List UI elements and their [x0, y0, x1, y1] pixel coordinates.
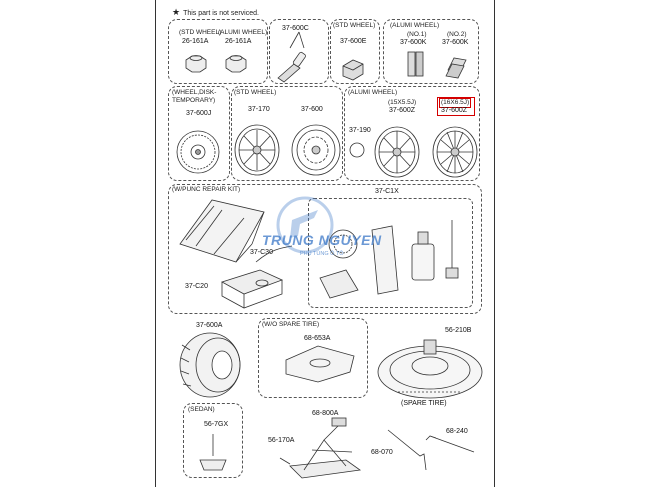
std-wheel-part1: 37-170	[248, 106, 270, 113]
alumi-weight-part1: 37-600K	[400, 39, 427, 46]
alumi-weight-part2: 37-600K	[442, 39, 469, 46]
alumi-wheel-nut-part: 26-161A	[225, 38, 252, 45]
valve-part: 37-600C	[282, 25, 309, 32]
watermark-logo-icon	[276, 196, 334, 254]
right-border	[494, 0, 495, 487]
balance-weight-icon	[342, 51, 467, 81]
handle-part: 68-070	[371, 449, 393, 456]
watermark-subtext: PHỤ TÙNG Ô TÔ	[300, 251, 344, 257]
alumi-weight-header: (ALUMI WHEEL)	[390, 22, 440, 29]
std-wheel-nut-part: 26-161A	[182, 38, 209, 45]
star-icon: ★	[172, 7, 181, 17]
wheel-nut-icon	[185, 55, 247, 73]
spacer-pad-icon	[285, 345, 355, 383]
compressor-icon	[220, 245, 293, 309]
alumi-part2-highlighted: 37-600Z	[441, 107, 468, 114]
note-text: This part is not serviced.	[183, 10, 259, 17]
alumi-size1: (15X5.5J)	[388, 99, 417, 106]
std-wheel-box	[231, 86, 343, 181]
repair-kit-header: (W/PUNC REPAIR KIT)	[172, 186, 241, 193]
tire-icon	[179, 332, 241, 398]
alumi-size2-highlighted: (16X6.5J)	[438, 98, 472, 108]
repair-kit-inner-box	[308, 198, 473, 308]
temporary-wheel-part: 37-600J	[186, 110, 212, 117]
alumi-wheel-box	[344, 86, 480, 181]
temporary-wheel-header: (WHEEL,DISK- TEMPORARY)	[172, 89, 217, 104]
jack-icon	[279, 417, 362, 479]
jack-handle-icon	[387, 429, 427, 471]
temporary-wheel-icon	[176, 130, 220, 174]
spare-tire-label: (SPARE TIRE)	[401, 400, 447, 407]
no-spare-box	[258, 318, 368, 398]
alumi-cap-part: 37-190	[349, 127, 371, 134]
jack-part: 68-800A	[312, 410, 339, 417]
alumi-wheel-nut-header: (ALUMI WHEEL)	[218, 29, 268, 36]
sedan-header: (SEDAN)	[188, 406, 215, 413]
std-wheel-part2: 37-600	[301, 106, 323, 113]
alumi-wheel-icon	[349, 126, 478, 178]
temporary-wheel-box	[168, 86, 230, 181]
alumi-weight-box	[383, 19, 479, 84]
std-wheel-nut-header: (STD WHEEL)	[179, 29, 222, 36]
std-wheel-header: (STD WHEEL)	[234, 89, 277, 96]
jack-base-part: 56-170A	[268, 437, 295, 444]
valve-group-box	[269, 19, 329, 84]
repair-kit-items-icon	[319, 220, 459, 299]
highlight-frame	[437, 97, 475, 116]
left-border	[155, 0, 156, 487]
wrench-part: 68-240	[446, 428, 468, 435]
compressor-part: 37-C20	[185, 283, 208, 290]
repair-item-part: 37-C30	[250, 249, 273, 256]
alumi-weight-no2: (NO.2)	[447, 31, 467, 38]
no-spare-part: 68-653A	[304, 335, 331, 342]
sedan-bolt-icon	[199, 434, 227, 471]
repair-bag-icon	[179, 199, 265, 263]
no-spare-header: (W/O SPARE TIRE)	[262, 321, 320, 328]
tire-part: 37-600A	[196, 322, 223, 329]
std-weight-box	[330, 19, 380, 84]
nut-group-box	[168, 19, 268, 84]
alumi-wheel-header: (ALUMI WHEEL)	[348, 89, 398, 96]
spare-bolt-part: 56-210B	[445, 327, 472, 334]
spare-tire-icon	[377, 339, 483, 399]
sedan-box	[183, 403, 243, 478]
not-serviced-note: ★This part is not serviced.	[172, 7, 259, 18]
repair-kit-part: 37-C1X	[375, 188, 399, 195]
sedan-part: 56-7GX	[204, 421, 229, 428]
std-weight-part: 37-600E	[340, 38, 367, 45]
alumi-weight-no1: (NO.1)	[407, 31, 427, 38]
watermark-text: TRUNG NGUYEN	[262, 232, 382, 248]
valve-icon	[277, 31, 306, 83]
std-wheel-icon	[234, 124, 341, 176]
wheel-wrench-icon	[425, 435, 475, 453]
std-weight-header: (STD WHEEL)	[333, 22, 376, 29]
repair-kit-box	[168, 184, 482, 314]
alumi-part1: 37-600Z	[389, 107, 416, 114]
